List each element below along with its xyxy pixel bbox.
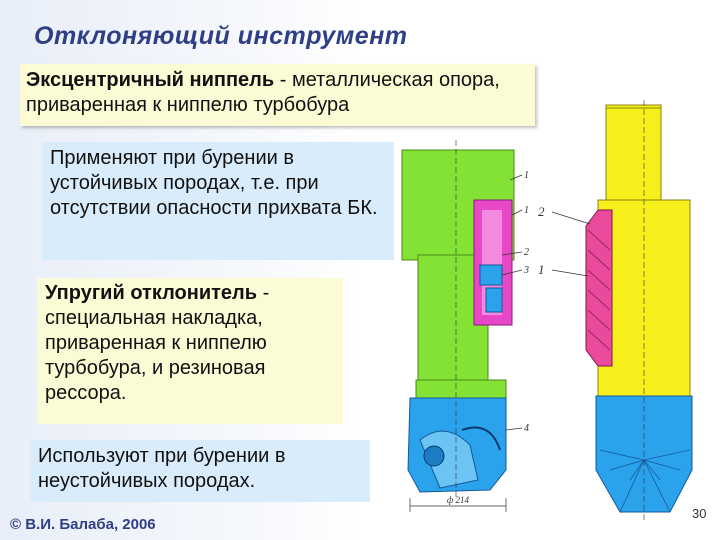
elastic-deflector-definition: Упругий отклонитель - специальная наклад… [37, 278, 343, 424]
definition-text: - металлическая опора, приваренная к нип… [26, 69, 500, 116]
callout-label: 4 [524, 423, 529, 434]
term-elastic-deflector: Упругий отклонитель [45, 282, 258, 304]
callout-label: 2 [524, 247, 529, 258]
eccentric-nipple-definition: Эксцентричный ниппель - металлическая оп… [20, 64, 535, 126]
callout-label: 3 [523, 265, 529, 276]
callout-label: 1 [524, 170, 529, 181]
term-eccentric-nipple: Эксцентричный ниппель [26, 69, 275, 91]
callout-label: 1 [524, 205, 529, 216]
copyright-footer: © В.И. Балаба, 2006 [10, 516, 156, 533]
elastic-deflector-drawing: 2 1 [538, 100, 693, 520]
eccentric-nipple-drawing: ф 214 1 1 2 3 4 [401, 140, 529, 512]
callout-label: 2 [538, 204, 545, 219]
eccentric-nipple-usage: Применяют при бурении в устойчивых пород… [42, 142, 394, 260]
page-number: 30 [692, 506, 707, 521]
elastic-deflector-usage: Используют при бурении в неустойчивых по… [30, 440, 370, 502]
slide-title: Отклоняющий инструмент [34, 22, 408, 50]
definition-text: - специальная накладка, приваренная к ни… [45, 282, 270, 404]
callout-label: 1 [538, 262, 545, 277]
dimension-label: ф 214 [447, 495, 470, 505]
